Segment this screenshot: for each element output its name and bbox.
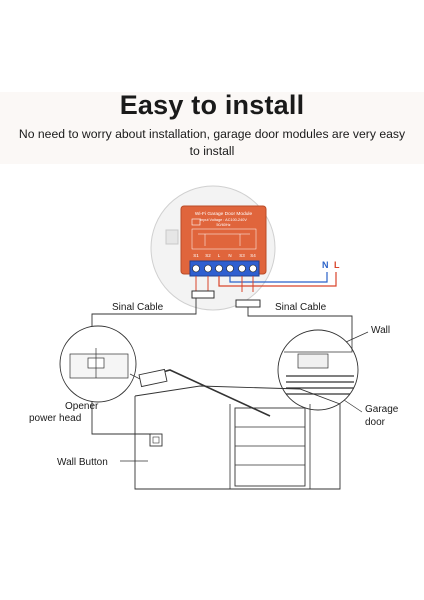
module-voltage: Input Voltage : AC100-240V [200,218,247,222]
diagram-canvas: Wi-Fi Garage Door Module Input Voltage :… [29,185,399,490]
page-title: Easy to install [119,90,305,120]
neutral-label: N [322,260,329,270]
bottom-margin [0,508,424,600]
terminal-label-s3: S3 [239,253,245,258]
cable-connector-left [191,290,215,299]
wall-label: Wall [371,325,390,336]
neutral-wire [229,272,328,283]
ce-mark-icon [191,218,201,226]
cable-connector-right [235,299,261,308]
signal-wires-left [195,276,209,292]
signal-cable-label-left: Sinal Cable [112,302,164,313]
wiring-schematic-icon [191,228,257,250]
installation-diagram: Wi-Fi Garage Door Module Input Voltage :… [0,164,424,508]
live-label: L [334,260,340,270]
screw-icon [249,264,257,273]
garage-label-line2: door [365,417,386,428]
module-name: Wi-Fi Garage Door Module [195,211,253,217]
terminal-label-n: N [228,253,231,258]
header-band [0,92,424,164]
opener-label-line1: Opener [65,401,99,412]
signal-cable-label-right: Sinal Cable [275,302,327,313]
cable-to-wall-button [91,298,197,435]
terminal-label-l: L [218,253,221,258]
mount-tab-left [165,229,179,245]
wall-button-label: Wall Button [57,457,108,468]
live-wire [218,272,337,287]
screw-icon [226,264,234,273]
terminal-label-s2: S2 [205,253,211,258]
terminal-label-s4: S4 [250,253,256,258]
garage-door-icon [234,407,306,487]
screw-icon [238,264,246,273]
terminal-label-s1: S1 [193,253,199,258]
screw-icon [204,264,212,273]
wall-switch-icon [297,353,329,369]
top-margin [0,0,424,92]
garage-label-line1: Garage [365,404,399,415]
wall-detail-circle [277,329,359,411]
signal-wires-right [241,276,254,292]
garage-room-outline [134,385,341,490]
screw-icon [192,264,200,273]
module-freq: 50/60Hz [216,223,230,227]
opener-label-line2: power head [29,413,81,424]
opener-unit-icon [138,368,168,388]
screw-icon [215,264,223,273]
terminal-block [189,260,260,277]
page-subtitle: No need to worry about installation, gar… [18,127,406,158]
cable-to-wall [247,307,353,340]
